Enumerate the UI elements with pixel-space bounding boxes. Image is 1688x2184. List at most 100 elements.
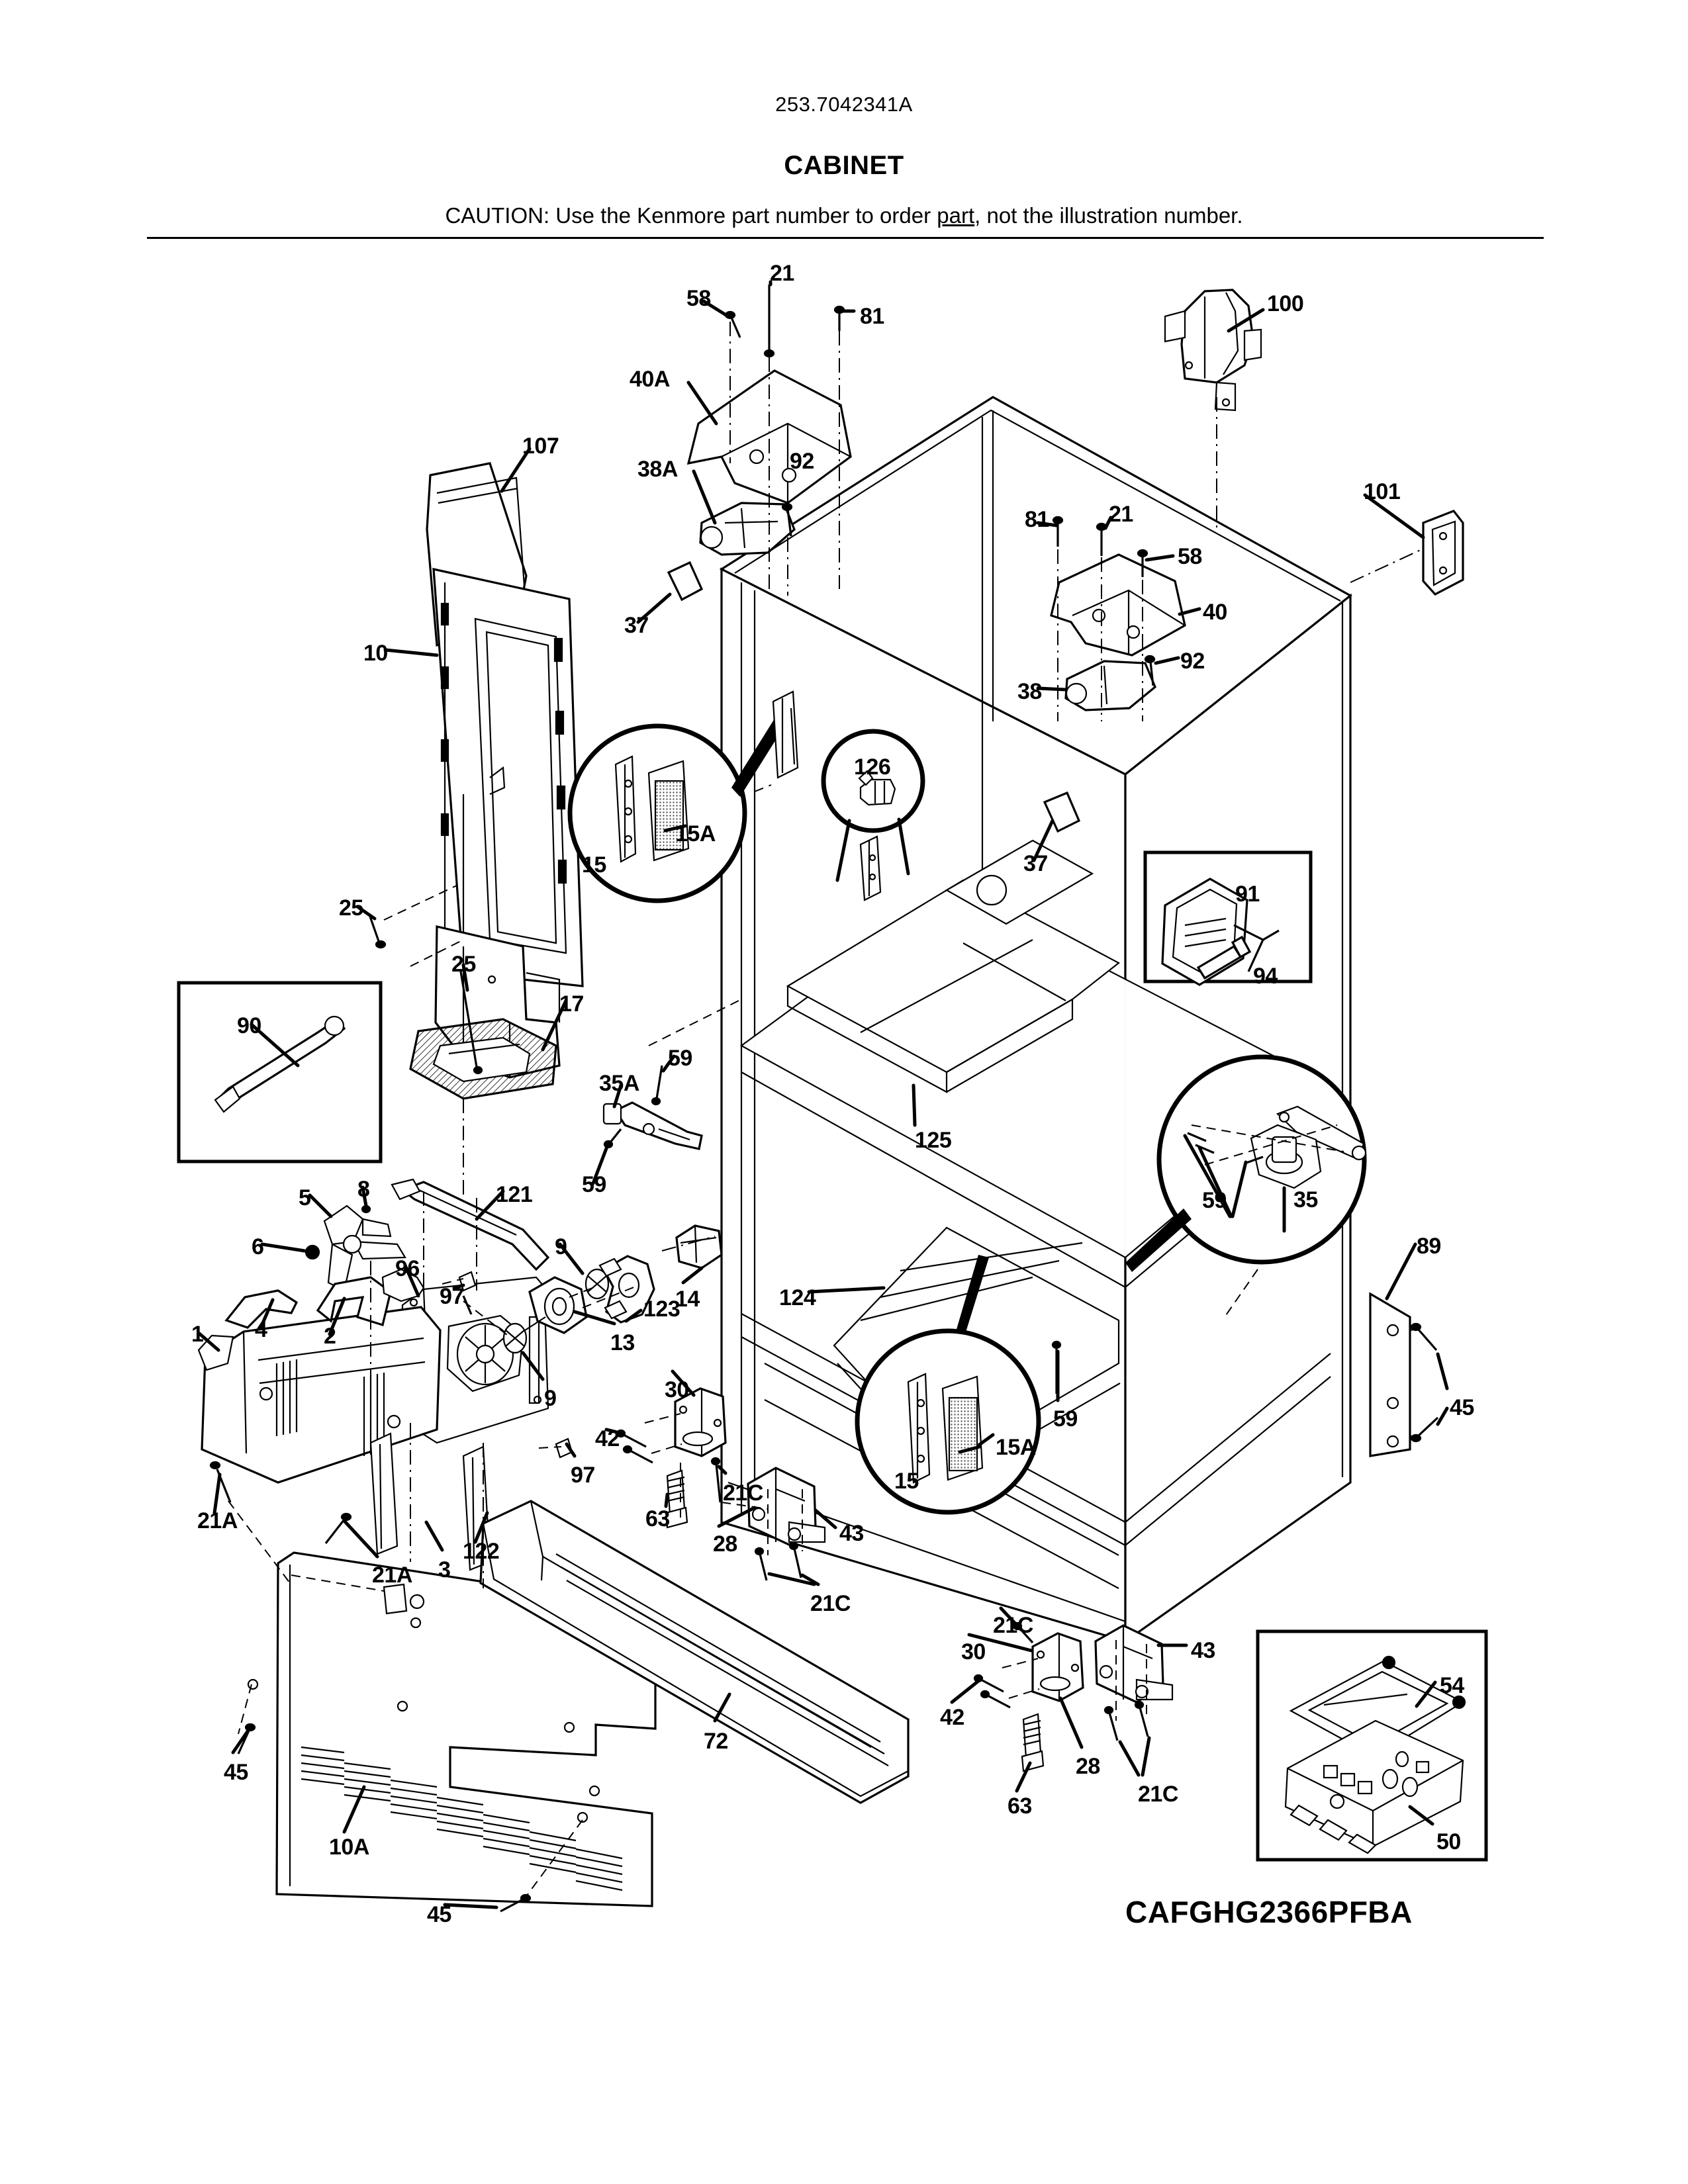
sheet-part-number: 253.7042341A [775,93,913,116]
side-bracket-101 [1422,510,1464,596]
callout-45: 45 [224,1760,248,1785]
inset-box-91-94 [1143,850,1313,986]
leveler-63-right [1021,1713,1045,1772]
callout-96: 96 [395,1256,420,1281]
inset-box-90 [177,981,383,1163]
callout-42: 42 [940,1705,964,1730]
callout-58: 58 [686,286,711,311]
callout-15A: 15A [675,821,716,846]
condenser-assembly [197,1178,723,1484]
callout-5: 5 [299,1185,311,1210]
callout-21C: 21C [723,1480,763,1506]
hinge-38A [699,502,796,556]
callout-63: 63 [1008,1794,1032,1819]
callout-15: 15 [582,852,606,878]
detail-circle-59-35 [1125,1054,1367,1272]
callout-42: 42 [595,1426,620,1451]
callout-21C: 21C [1138,1782,1178,1807]
callout-59: 59 [668,1046,692,1071]
callout-121: 121 [496,1182,533,1207]
caution-prefix: CAUTION: Use the Kenmore part number to … [445,203,937,228]
grille-insitu-upper [772,690,799,779]
callout-122: 122 [463,1539,500,1564]
inset-box-50-54 [1256,1629,1488,1862]
header-divider [147,237,1544,239]
callout-97: 97 [440,1284,464,1309]
callout-28: 28 [713,1531,737,1557]
callout-37: 37 [624,613,649,638]
callout-63: 63 [645,1506,670,1531]
callout-17: 17 [559,991,584,1017]
roller-bracket-43-right [1094,1624,1174,1704]
cover-14 [675,1224,723,1269]
callout-6: 6 [252,1234,264,1259]
callout-97: 97 [571,1463,595,1488]
callout-81: 81 [860,304,884,329]
caution-note: CAUTION: Use the Kenmore part number to … [0,203,1688,228]
callout-124: 124 [779,1285,816,1310]
caution-suffix: , not the illustration number. [974,203,1243,228]
page-title: CABINET [784,151,904,180]
callout-40: 40 [1203,600,1227,625]
air-tower-shelf-125 [786,839,1121,1093]
callout-38A: 38A [637,457,678,482]
callout-9: 9 [544,1386,557,1411]
callout-13: 13 [610,1330,635,1355]
fan-blade-5 [323,1205,406,1292]
callout-43: 43 [1191,1638,1215,1663]
fan-motor-13 [381,1268,610,1354]
callout-21: 21 [1109,502,1133,527]
louver-vents [301,1746,623,1891]
callout-10A: 10A [329,1835,369,1860]
callout-72: 72 [704,1729,728,1754]
screws-59-detail [1183,1132,1264,1218]
callout-101: 101 [1364,479,1401,504]
callout-30: 30 [961,1639,986,1664]
callout-59: 59 [582,1172,606,1197]
detail-circle-126 [821,729,925,901]
wire-harness-121 [391,1178,550,1271]
callout-92: 92 [1180,649,1205,674]
detail-circle-15-15A-upper [567,719,784,903]
callout-126: 126 [854,754,891,780]
callout-21C: 21C [993,1613,1033,1638]
callout-59: 59 [1053,1406,1078,1432]
callout-54: 54 [1440,1673,1464,1698]
plug-37-left [667,561,704,602]
door-liner-10 [432,567,584,1079]
alignment-guides [228,322,1423,1901]
top-cover-bracket-100 [1164,289,1262,412]
callout-8: 8 [357,1177,370,1202]
callout-100: 100 [1267,291,1304,316]
callout-14: 14 [675,1287,700,1312]
thermistor-126 [858,770,896,806]
callout-35A: 35A [599,1071,639,1096]
callout-81: 81 [1025,507,1049,532]
water-valve-arm-35A [602,1101,703,1150]
callout-45: 45 [1450,1395,1474,1420]
rear-bracket-89 [1369,1292,1411,1457]
callout-15A: 15A [996,1435,1036,1460]
callout-2: 2 [324,1324,336,1349]
callout-9: 9 [555,1234,567,1259]
callout-21C: 21C [810,1591,851,1616]
callout-35: 35 [1293,1187,1318,1212]
callout-40A: 40A [630,367,670,392]
callout-92: 92 [790,449,814,474]
hinge-hardware-group-right [1021,1624,1174,1772]
callout-28: 28 [1076,1754,1100,1779]
callout-21A: 21A [197,1508,238,1533]
callout-21: 21 [770,261,794,286]
hinge-hardware-group-left [665,1387,826,1546]
detail-circle-15-15A-lower [855,1255,1041,1515]
callout-107: 107 [522,433,559,459]
leader-lines [197,280,1449,1909]
callout-37: 37 [1023,851,1048,876]
callout-59: 59 [1202,1188,1227,1213]
model-number: CAFGHG2366PFBA [1125,1895,1413,1929]
callout-25: 25 [451,952,476,977]
fasteners [209,285,1439,1913]
callout-3: 3 [438,1557,451,1582]
